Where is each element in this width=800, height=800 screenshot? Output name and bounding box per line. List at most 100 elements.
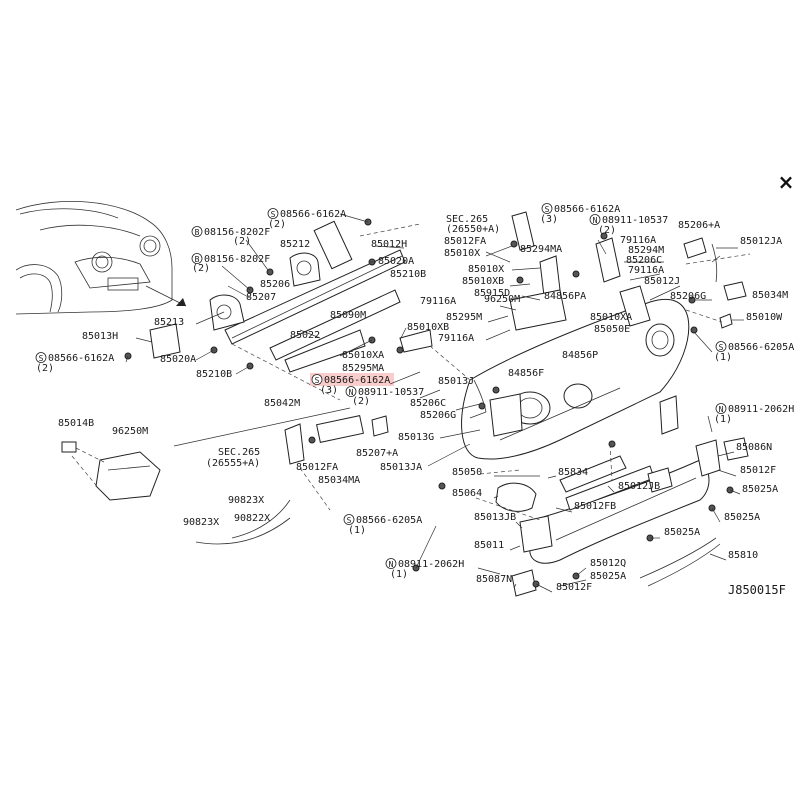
part-label-p85213[interactable]: 85213 bbox=[154, 317, 184, 328]
part-label-p85090m[interactable]: 85090M bbox=[330, 310, 366, 321]
part-label-p85206c-b[interactable]: 85206C bbox=[410, 398, 446, 409]
part-label-p85294m[interactable]: 85294M bbox=[628, 245, 664, 256]
close-button[interactable]: × bbox=[777, 170, 795, 194]
part-label-p85022[interactable]: 85022 bbox=[290, 330, 320, 341]
part-label-p85013h[interactable]: 85013H bbox=[82, 331, 118, 342]
part-label-p85010xb-a[interactable]: 85010XB bbox=[407, 322, 449, 333]
part-label-p85086n[interactable]: 85086N bbox=[736, 442, 772, 453]
part-label-sec265-a[interactable]: SEC.265 bbox=[218, 447, 260, 458]
part-label-p85012q[interactable]: 85012Q bbox=[590, 558, 626, 569]
part-label-p85012fb[interactable]: 85012FB bbox=[574, 501, 616, 512]
part-label-q2-a[interactable]: (2) bbox=[268, 219, 286, 230]
part-label-p85013j[interactable]: 85013J bbox=[438, 376, 474, 387]
part-label-p85834[interactable]: 85834 bbox=[558, 467, 588, 478]
part-label-p85012fa-b[interactable]: 85012FA bbox=[444, 236, 486, 247]
part-label-p85025a-c[interactable]: 85025A bbox=[664, 527, 700, 538]
part-label-q1-c[interactable]: (1) bbox=[348, 525, 366, 536]
part-label-p85010x-a[interactable]: 85010X bbox=[444, 248, 480, 259]
part-label-q1-a[interactable]: (1) bbox=[714, 352, 732, 363]
part-label-p85025a-b[interactable]: 85025A bbox=[724, 512, 760, 523]
part-label-p85012fa-a[interactable]: 85012FA bbox=[296, 462, 338, 473]
part-label-p96250m-a[interactable]: 96250M bbox=[112, 426, 148, 437]
part-label-q2-e[interactable]: (2) bbox=[352, 396, 370, 407]
part-label-p85013g[interactable]: 85013G bbox=[398, 432, 434, 443]
part-label-p84856f[interactable]: 84856F bbox=[508, 368, 544, 379]
part-label-p85012f-b[interactable]: 85012F bbox=[556, 582, 592, 593]
part-label-p90823x-a[interactable]: 90823X bbox=[228, 495, 264, 506]
part-label-p85013jb[interactable]: 85013JB bbox=[474, 512, 516, 523]
part-label-p85207[interactable]: 85207 bbox=[246, 292, 276, 303]
part-label-p85206a[interactable]: 85206+A bbox=[678, 220, 720, 231]
part-label-p85025a-d[interactable]: 85025A bbox=[590, 571, 626, 582]
part-label-q2-f[interactable]: (2) bbox=[598, 225, 616, 236]
part-label-p85206[interactable]: 85206 bbox=[260, 279, 290, 290]
part-label-p85915d[interactable]: 85915D bbox=[474, 288, 510, 299]
part-label-p85050e[interactable]: 85050E bbox=[594, 324, 630, 335]
part-label-p85034m[interactable]: 85034M bbox=[752, 290, 788, 301]
part-label-p85014b[interactable]: 85014B bbox=[58, 418, 94, 429]
part-label-p84856pa[interactable]: 84856PA bbox=[544, 291, 586, 302]
part-label-p79116a-b[interactable]: 79116A bbox=[628, 265, 664, 276]
part-label-p85012j[interactable]: 85012J bbox=[644, 276, 680, 287]
part-label-q1-b[interactable]: (1) bbox=[714, 414, 732, 425]
part-label-p85012jb[interactable]: 85012JB bbox=[618, 481, 660, 492]
part-label-q2-c[interactable]: (2) bbox=[192, 263, 210, 274]
part-label-p85295m[interactable]: 85295M bbox=[446, 312, 482, 323]
part-label-p85010xa-a[interactable]: 85010XA bbox=[342, 350, 384, 361]
part-label-p85013ja[interactable]: 85013JA bbox=[380, 462, 422, 473]
part-label-p85012f-a[interactable]: 85012F bbox=[740, 465, 776, 476]
part-label-q2-d[interactable]: (2) bbox=[36, 363, 54, 374]
part-label-q3-b[interactable]: (3) bbox=[540, 214, 558, 225]
part-label-p85020a-a[interactable]: 85020A bbox=[378, 256, 414, 267]
part-label-p85064[interactable]: 85064 bbox=[452, 488, 482, 499]
part-label-p85206c[interactable]: 85206C bbox=[626, 255, 662, 266]
part-label-q1-d[interactable]: (1) bbox=[390, 569, 408, 580]
part-label-p85012h[interactable]: 85012H bbox=[371, 239, 407, 250]
part-label-p85210b-b[interactable]: 85210B bbox=[196, 369, 232, 380]
part-label-p85207a[interactable]: 85207+A bbox=[356, 448, 398, 459]
part-label-q3-a[interactable]: (3) bbox=[320, 385, 338, 396]
part-label-sec265-b[interactable]: SEC.265 bbox=[446, 214, 488, 225]
part-label-p85011[interactable]: 85011 bbox=[474, 540, 504, 551]
part-label-p84856p[interactable]: 84856P bbox=[562, 350, 598, 361]
part-label-p90823x-b[interactable]: 90823X bbox=[183, 517, 219, 528]
part-label-p85010xa-b[interactable]: 85010XA bbox=[590, 312, 632, 323]
part-label-q2-b[interactable]: (2) bbox=[233, 236, 251, 247]
part-label-p85050[interactable]: 85050 bbox=[452, 467, 482, 478]
part-label-p85210b[interactable]: 85210B bbox=[390, 269, 426, 280]
part-label-p85087n[interactable]: 85087N bbox=[476, 574, 512, 585]
part-label-p85010x-b[interactable]: 85010X bbox=[468, 264, 504, 275]
part-label-p85206g-a[interactable]: 85206G bbox=[420, 410, 456, 421]
part-label-sec265-b-sub[interactable]: (26550+A) bbox=[446, 224, 500, 235]
part-label-p79116a-c[interactable]: 79116A bbox=[420, 296, 456, 307]
part-label-p85042m[interactable]: 85042M bbox=[264, 398, 300, 409]
part-label-p96250m-b[interactable]: 96250M bbox=[484, 294, 520, 305]
part-label-p85294ma[interactable]: 85294MA bbox=[520, 244, 562, 255]
part-label-p85025a-a[interactable]: 85025A bbox=[742, 484, 778, 495]
part-label-p85212[interactable]: 85212 bbox=[280, 239, 310, 250]
part-label-p85810[interactable]: 85810 bbox=[728, 550, 758, 561]
part-label-p85020a-b[interactable]: 85020A bbox=[160, 354, 196, 365]
part-label-p85034ma[interactable]: 85034MA bbox=[318, 475, 360, 486]
part-label-p85010xb-b[interactable]: 85010XB bbox=[462, 276, 504, 287]
part-label-p85012ja[interactable]: 85012JA bbox=[740, 236, 782, 247]
part-label-p90822x[interactable]: 90822X bbox=[234, 513, 270, 524]
part-label-p79116a-a[interactable]: 79116A bbox=[620, 235, 656, 246]
part-label-p85010w[interactable]: 85010W bbox=[746, 312, 783, 323]
part-label-p79116a-d[interactable]: 79116A bbox=[438, 333, 474, 344]
part-label-p85206g-b[interactable]: 85206G bbox=[670, 291, 706, 302]
part-label-p85295ma[interactable]: 85295MA bbox=[342, 363, 384, 374]
part-label-sec265-a-sub[interactable]: (26555+A) bbox=[206, 458, 260, 469]
